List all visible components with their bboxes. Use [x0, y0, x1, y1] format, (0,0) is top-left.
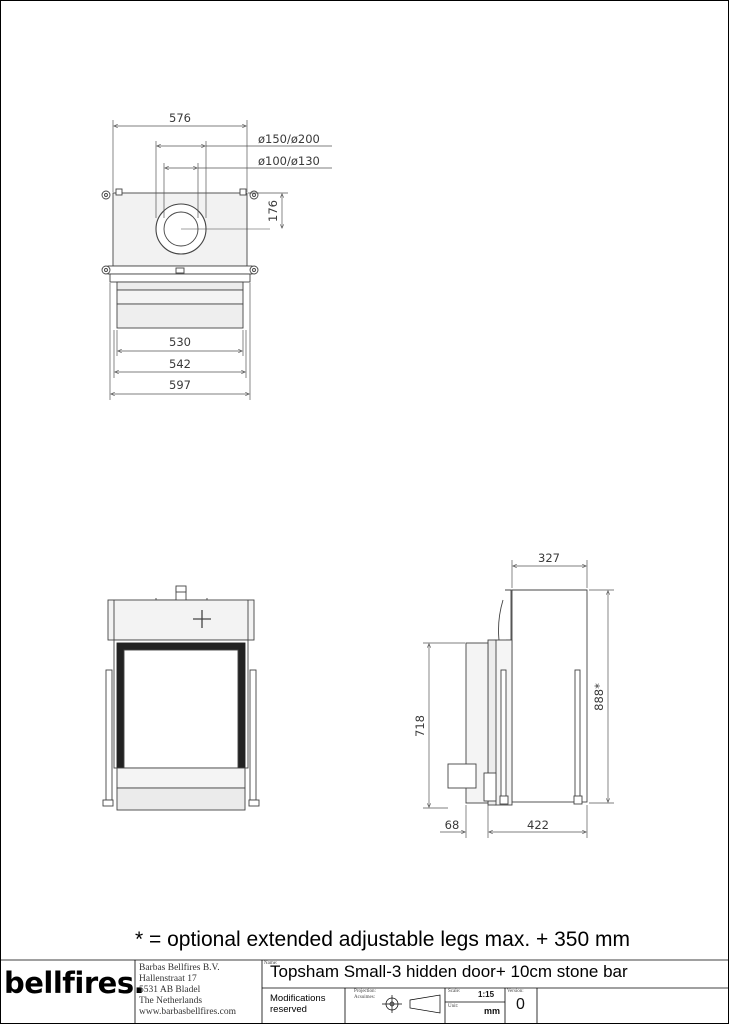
address-line: Barbas Bellfires B.V.: [139, 963, 220, 973]
dim-530: 530: [169, 335, 191, 349]
projection-symbol-icon: [382, 994, 441, 1014]
legs-footnote: * = optional extended adjustable legs ma…: [135, 928, 630, 951]
address-line: Hallenstraat 17: [139, 974, 197, 984]
title-block-grid: [0, 959, 729, 1024]
dim-542: 542: [169, 357, 191, 371]
unit-label: Unit:: [448, 1004, 459, 1009]
product-title: Topsham Small-3 hidden door+ 10cm stone …: [270, 962, 628, 981]
projection-value: Acsuimes:: [354, 995, 376, 1000]
top-view-dimensions: [109, 120, 332, 400]
dim-422: 422: [527, 818, 549, 832]
modifications-line: Modifications: [270, 993, 326, 1004]
company-address: Barbas Bellfires B.V. Hallenstraat 17 55…: [139, 963, 236, 1018]
dim-888: 888*: [592, 683, 606, 711]
version-label: Version:: [507, 989, 524, 994]
projection-label: Projection:: [354, 989, 376, 994]
dim-flue-inner: ø100/ø130: [258, 154, 320, 168]
front-view: [102, 585, 260, 811]
modifications-line: reserved: [270, 1004, 307, 1015]
dim-597: 597: [169, 378, 191, 392]
side-view: [447, 589, 588, 806]
address-line: 5531 AB Bladel: [139, 985, 201, 995]
dim-576: 576: [169, 111, 191, 125]
scale-label: Scale:: [448, 989, 461, 994]
scale-value: 1:15: [478, 990, 495, 999]
version-value: 0: [516, 996, 525, 1013]
name-label: Name:: [264, 961, 278, 966]
dim-68: 68: [445, 818, 460, 832]
dim-flue-outer: ø150/ø200: [258, 132, 320, 146]
dim-176: 176: [266, 200, 280, 222]
dim-718: 718: [413, 715, 427, 737]
top-view: [101, 188, 270, 329]
bellfires-logo: bellfires.: [4, 966, 145, 1000]
modifications-note: Modifications reserved: [270, 993, 325, 1015]
address-line: The Netherlands: [139, 996, 203, 1006]
dim-327: 327: [538, 551, 560, 565]
side-view-dimensions: [423, 560, 614, 838]
address-line: www.barbasbellfires.com: [139, 1007, 236, 1017]
unit-value: mm: [484, 1006, 501, 1016]
